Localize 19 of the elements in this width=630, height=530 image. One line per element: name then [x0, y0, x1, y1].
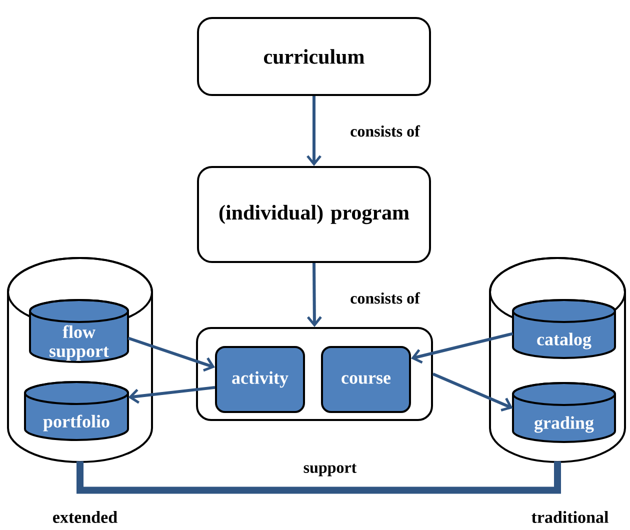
arrow: [128, 336, 215, 372]
arrow: [306, 96, 322, 166]
arrow: [432, 372, 513, 412]
arrow: [306, 262, 322, 327]
rounded-box: (individual) program: [197, 166, 431, 263]
cylinder: grading: [512, 382, 616, 443]
edge-label: consists of: [349, 291, 421, 305]
edge-label: consists of: [349, 124, 421, 138]
cylinder: catalog: [512, 299, 616, 359]
arrow: [128, 386, 216, 404]
rounded-box: activity: [215, 346, 305, 413]
edge-label: support: [302, 462, 358, 478]
cylinder-caption: extended: [53, 511, 118, 523]
cylinder: flow support: [29, 299, 129, 363]
rounded-box: curriculum: [197, 17, 431, 96]
rounded-box: course: [321, 346, 411, 413]
cylinder-caption: traditional: [532, 511, 608, 523]
cylinder: portfolio: [24, 381, 129, 441]
arrow: [411, 332, 514, 364]
